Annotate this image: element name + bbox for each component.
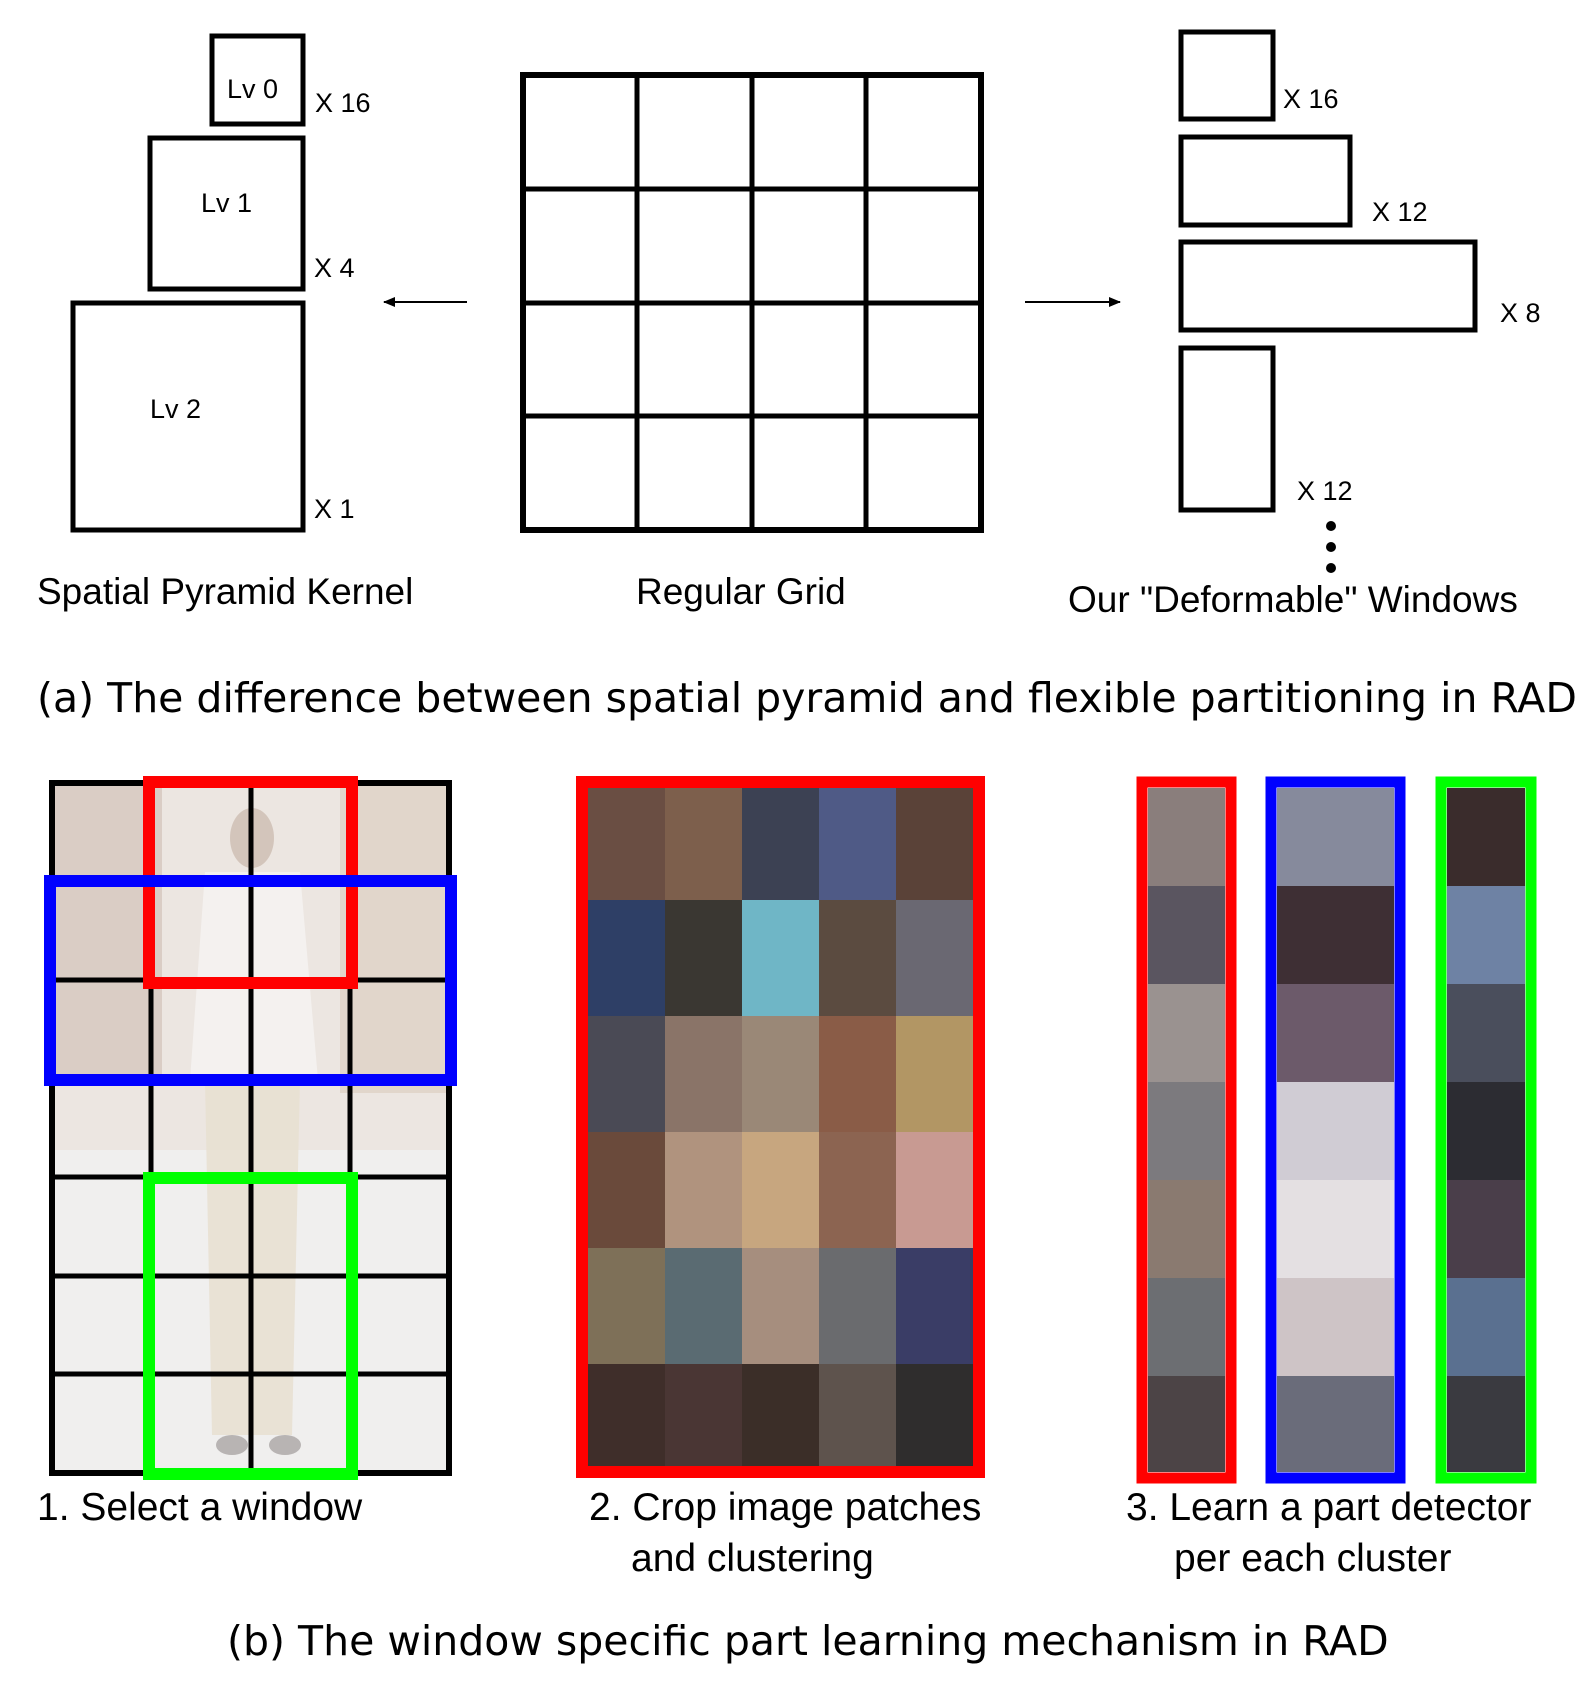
- cluster-patch: [665, 1364, 742, 1466]
- step3-label-line2: per each cluster: [1174, 1537, 1451, 1580]
- cluster-patch: [819, 1248, 896, 1364]
- window-count-3: X 8: [1500, 298, 1541, 328]
- cluster-patch: [742, 1248, 819, 1364]
- step2-label-line2: and clustering: [631, 1537, 874, 1580]
- detector-patch: [1148, 1278, 1225, 1376]
- pyramid-level-1-box: [147, 135, 306, 292]
- cluster-patch: [896, 1016, 973, 1132]
- cluster-patch: [742, 1364, 819, 1466]
- detector-patch: [1447, 1082, 1525, 1180]
- detector-patch: [1148, 984, 1225, 1082]
- ellipsis-dot: [1326, 563, 1336, 573]
- cluster-frame-red: [576, 776, 985, 1478]
- pyramid-caption: Spatial Pyramid Kernel: [37, 571, 413, 612]
- window-count-4: X 12: [1297, 476, 1353, 506]
- window-count-2: X 12: [1372, 197, 1428, 227]
- step1-select-window: 1. Select a window: [37, 776, 457, 1529]
- cluster-patch: [665, 1248, 742, 1364]
- detector-patch: [1148, 886, 1225, 984]
- detector-patch: [1447, 788, 1525, 886]
- panel-b-caption: (b) The window specific part learning me…: [227, 1617, 1389, 1665]
- building-right: [340, 783, 449, 1093]
- cluster-patch: [896, 1132, 973, 1248]
- spatial-pyramid: Lv 0 X 16 Lv 1 X 4 Lv 2 X 1 Spatial Pyra…: [37, 33, 413, 612]
- detector-patch: [1277, 1278, 1394, 1376]
- cluster-patch: [588, 788, 665, 900]
- detector-patch: [1148, 788, 1225, 886]
- cluster-patch: [742, 788, 819, 900]
- cluster-patch: [665, 900, 742, 1016]
- cluster-patch: [588, 900, 665, 1016]
- pyramid-level-2-box: [70, 300, 306, 533]
- regular-grid-caption: Regular Grid: [636, 571, 846, 612]
- window-shape-4: [1178, 345, 1276, 513]
- cluster-patch: [896, 1248, 973, 1364]
- cluster-patch: [819, 1016, 896, 1132]
- detector-patch: [1447, 1278, 1525, 1376]
- cluster-patch: [742, 1016, 819, 1132]
- person-shoe: [216, 1435, 248, 1455]
- detector-frame-blue: [1265, 776, 1406, 1484]
- detector-patch: [1277, 788, 1394, 886]
- cluster-patch: [742, 1132, 819, 1248]
- pyramid-level-0-box: [209, 33, 306, 127]
- cluster-patch: [819, 900, 896, 1016]
- detector-patch: [1277, 984, 1394, 1082]
- window-shape-3: [1178, 239, 1478, 333]
- cluster-patch: [819, 1364, 896, 1466]
- ellipsis-dot: [1326, 521, 1336, 531]
- cluster-patch: [819, 1132, 896, 1248]
- deformable-windows-caption: Our "Deformable" Windows: [1068, 579, 1518, 620]
- cluster-patch: [896, 788, 973, 900]
- step3-part-detectors: 3. Learn a part detector per each cluste…: [1126, 776, 1537, 1580]
- cluster-patch: [665, 1132, 742, 1248]
- legs-window-green: [143, 1172, 358, 1480]
- cluster-patch: [896, 900, 973, 1016]
- cluster-patch: [588, 1016, 665, 1132]
- person-torso: [190, 872, 318, 1080]
- window-shape-2: [1178, 134, 1353, 228]
- window-count-1: X 16: [1283, 84, 1339, 114]
- torso-window-blue: [44, 875, 457, 1086]
- regular-grid: Regular Grid: [520, 72, 984, 612]
- ellipsis-dot: [1326, 542, 1336, 552]
- detector-frame-red: [1136, 776, 1237, 1484]
- cluster-patch: [588, 1248, 665, 1364]
- detector-patch: [1277, 1376, 1394, 1472]
- cluster-patch: [896, 1364, 973, 1466]
- detector-patch: [1447, 886, 1525, 984]
- detector-patch: [1148, 1180, 1225, 1278]
- pyramid-level-2-count: X 1: [314, 494, 355, 524]
- cluster-patch: [588, 1364, 665, 1466]
- cluster-patch: [588, 1132, 665, 1248]
- person-shoe: [269, 1435, 301, 1455]
- detector-patch: [1447, 1180, 1525, 1278]
- detector-patch: [1277, 1180, 1394, 1278]
- cluster-patch: [742, 900, 819, 1016]
- detector-patch: [1447, 984, 1525, 1082]
- detector-patch: [1277, 1082, 1394, 1180]
- step2-label-line1: 2. Crop image patches: [589, 1486, 981, 1529]
- detector-patch: [1447, 1376, 1525, 1472]
- pyramid-level-1-label: Lv 1: [201, 188, 252, 218]
- cluster-patch: [665, 1016, 742, 1132]
- step1-label: 1. Select a window: [37, 1486, 363, 1529]
- detector-patch: [1148, 1376, 1225, 1472]
- window-shape-1: [1178, 29, 1276, 122]
- step3-label-line1: 3. Learn a part detector: [1126, 1486, 1531, 1529]
- cluster-patch: [819, 788, 896, 900]
- detector-frame-green: [1435, 776, 1537, 1484]
- pyramid-level-1-count: X 4: [314, 253, 355, 283]
- deformable-windows: X 16 X 12 X 8 X 12 Our "Deformable" Wind…: [1068, 29, 1541, 620]
- detector-patch: [1277, 886, 1394, 984]
- step2-crop-cluster: 2. Crop image patches and clustering: [576, 776, 985, 1580]
- cluster-patch: [665, 788, 742, 900]
- detector-patch: [1148, 1082, 1225, 1180]
- pyramid-level-0-label: Lv 0: [227, 74, 278, 104]
- pyramid-level-0-count: X 16: [315, 88, 371, 118]
- pyramid-level-2-label: Lv 2: [150, 394, 201, 424]
- panel-a-caption: (a) The difference between spatial pyram…: [37, 674, 1577, 722]
